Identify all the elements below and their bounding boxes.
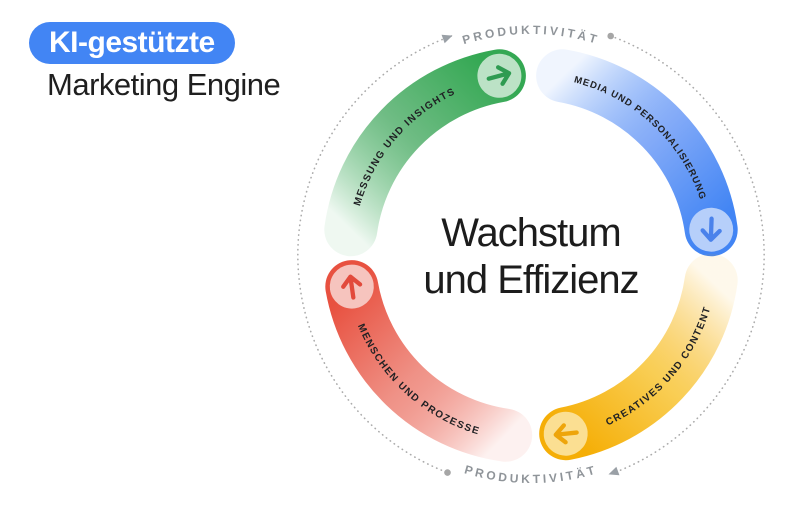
produktivitaet-label-bottom: PRODUKTIVITÄT bbox=[463, 462, 599, 486]
segment-arc-creatives-und-content bbox=[539, 253, 738, 461]
dotted-arc-left bbox=[297, 35, 453, 474]
center-headline: Wachstum und Effizienz bbox=[371, 210, 691, 304]
center-headline-line1: Wachstum bbox=[441, 211, 621, 255]
arrow-up-icon bbox=[329, 264, 374, 309]
segment-arc-messung-und-insights bbox=[324, 49, 526, 257]
logo: KI-gestützte Marketing Engine bbox=[29, 22, 281, 103]
flow-dot-bottom bbox=[444, 469, 451, 476]
center-headline-line2: und Effizienz bbox=[423, 257, 639, 302]
produktivitaet-label-top: PRODUKTIVITÄT bbox=[461, 23, 602, 47]
dotted-arc-right bbox=[609, 35, 765, 475]
arrow-right-icon bbox=[477, 53, 522, 98]
flow-dot-top bbox=[607, 32, 614, 40]
flow-arrow-bottom-icon bbox=[608, 466, 620, 476]
arrow-down-icon bbox=[689, 207, 734, 252]
segment-arc-menschen-und-prozesse bbox=[325, 260, 533, 462]
flow-arrow-top-icon bbox=[441, 34, 453, 44]
arrow-left-icon bbox=[543, 411, 588, 456]
logo-badge: KI-gestützte bbox=[29, 22, 235, 64]
logo-title: Marketing Engine bbox=[47, 67, 281, 102]
segment-arc-media-und-personalisierung bbox=[536, 49, 738, 257]
